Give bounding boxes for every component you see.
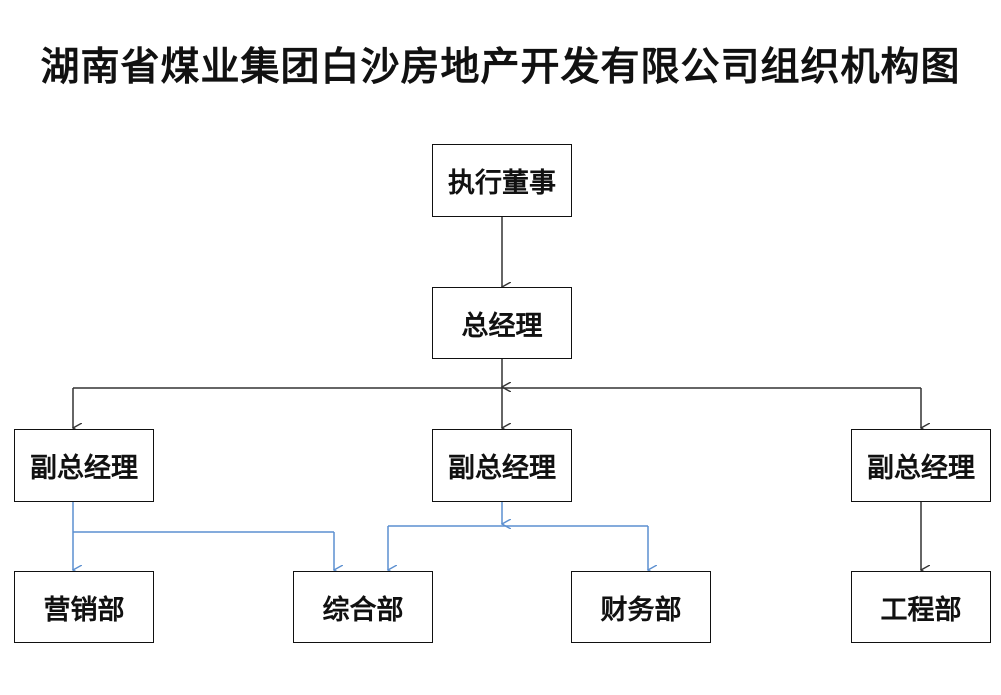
node-label: 工程部 [880,594,962,626]
node-deputy-gm-left: 副总经理 [14,429,154,502]
node-label: 执行董事 [448,168,556,199]
node-executive-director: 执行董事 [432,144,572,217]
node-label: 总经理 [461,310,543,342]
page-title: 湖南省煤业集团白沙房地产开发有限公司组织机构图 [40,44,961,90]
node-general-manager: 总经理 [432,287,572,359]
node-label: 财务部 [600,594,682,626]
node-label: 综合部 [322,594,404,626]
node-deputy-gm-center: 副总经理 [432,429,572,502]
node-label: 营销部 [43,594,125,626]
node-marketing-dept: 营销部 [14,571,154,643]
node-label: 副总经理 [448,453,556,484]
node-label: 副总经理 [867,453,975,484]
node-deputy-gm-right: 副总经理 [851,429,991,502]
node-finance-dept: 财务部 [571,571,711,643]
node-engineering-dept: 工程部 [851,571,991,643]
node-general-affairs-dept: 综合部 [293,571,433,643]
node-label: 副总经理 [30,453,138,484]
